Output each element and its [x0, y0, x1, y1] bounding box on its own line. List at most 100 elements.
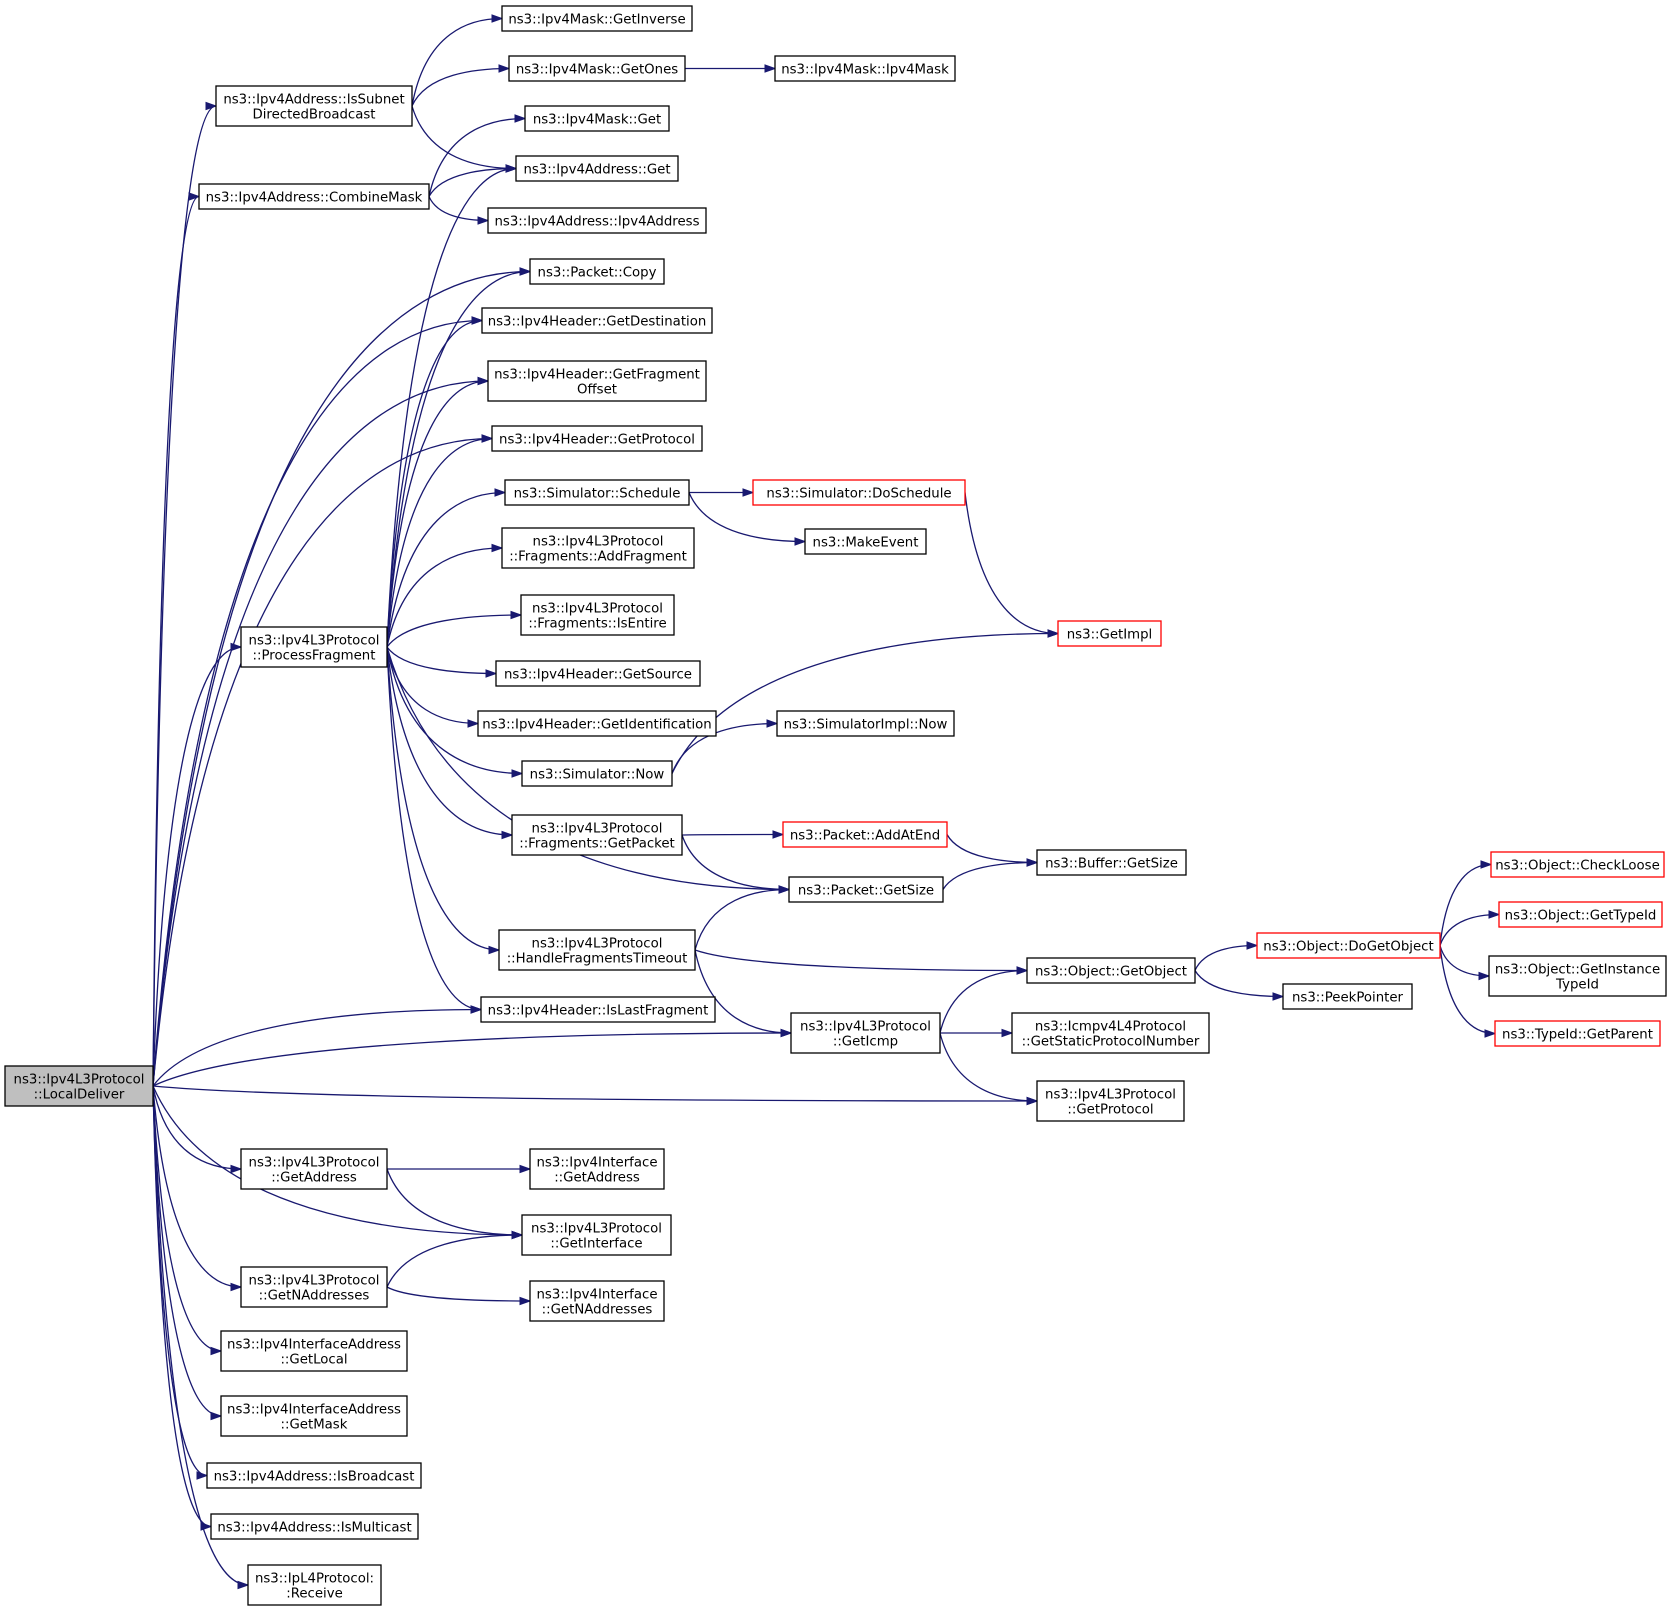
node-box	[477, 710, 717, 737]
node-box	[495, 660, 701, 687]
node-combinemask[interactable]: ns3::Ipv4Address::CombineMask	[198, 183, 430, 210]
node-box	[501, 5, 693, 32]
node-box	[776, 710, 955, 737]
node-pktaddatend[interactable]: ns3::Packet::AddAtEnd	[782, 821, 948, 848]
node-box	[520, 594, 675, 636]
edge-geticmp-to-icmpgetstaticpn	[939, 1028, 1014, 1038]
node-box	[521, 760, 673, 787]
node-fragadd[interactable]: ns3::Ipv4L3Protocol::Fragments::AddFragm…	[501, 527, 695, 569]
node-box	[508, 55, 686, 82]
node-box	[487, 360, 707, 402]
node-ifgetnaddresses[interactable]: ns3::Ipv4Interface::GetNAddresses	[529, 1280, 665, 1322]
edge-objgetobject-to-objdogetobject	[1194, 941, 1259, 971]
edge-combinemask-to-addrget	[428, 164, 518, 197]
node-label: ns3::Icmpv4L4Protocol	[1035, 1020, 1186, 1035]
node-addrismulticast[interactable]: ns3::Ipv4Address::IsMulticast	[210, 1513, 419, 1540]
node-maskctor[interactable]: ns3::Ipv4Mask::Ipv4Mask	[774, 55, 956, 82]
edge-processfragment-to-fragisentire	[386, 610, 523, 648]
node-label: ::HandleFragmentsTimeout	[507, 952, 688, 967]
node-bufgetsize[interactable]: ns3::Buffer::GetSize	[1036, 849, 1187, 876]
node-box	[1011, 1012, 1210, 1054]
node-label: ns3::Ipv4L3Protocol	[249, 1274, 380, 1289]
edge-maskgetones-to-maskctor	[684, 64, 777, 73]
node-objgettypeid[interactable]: ns3::Object::GetTypeId	[1498, 901, 1663, 928]
node-box	[521, 1214, 672, 1256]
node-label: ns3::Ipv4Address::IsBroadcast	[214, 1470, 415, 1485]
node-label: ns3::Simulator::Now	[530, 768, 665, 783]
node-hdrgetident[interactable]: ns3::Ipv4Header::GetIdentification	[477, 710, 717, 737]
edge-objdogetobject-to-objcheckloose	[1439, 860, 1493, 946]
edge-simdoschedule-to-getimpl	[964, 492, 1060, 638]
node-l3getprotocol[interactable]: ns3::Ipv4L3Protocol::GetProtocol	[1036, 1080, 1185, 1122]
node-processfragment[interactable]: ns3::Ipv4L3Protocol::ProcessFragment	[240, 626, 388, 668]
node-hdrgetdest[interactable]: ns3::Ipv4Header::GetDestination	[481, 307, 713, 334]
node-addrisbroadcast[interactable]: ns3::Ipv4Address::IsBroadcast	[206, 1462, 422, 1489]
edge-processfragment-to-hdrgetsource	[386, 646, 498, 678]
node-l3getnaddresses[interactable]: ns3::Ipv4L3Protocol::GetNAddresses	[240, 1266, 388, 1308]
edge-l3getnaddresses-to-ifgetnaddresses	[386, 1286, 532, 1306]
node-maskget[interactable]: ns3::Ipv4Mask::Get	[524, 105, 670, 132]
node-label: ns3::Object::GetTypeId	[1505, 909, 1657, 924]
node-ipl4receive[interactable]: ns3::IpL4Protocol::Receive	[247, 1564, 382, 1606]
node-objdogetobject[interactable]: ns3::Object::DoGetObject	[1256, 932, 1441, 959]
node-simnow[interactable]: ns3::Simulator::Now	[521, 760, 673, 787]
edge-root-to-l3getprotocol	[152, 1085, 1039, 1106]
node-label: ns3::Packet::AddAtEnd	[790, 829, 940, 844]
node-fragisentire[interactable]: ns3::Ipv4L3Protocol::Fragments::IsEntire	[520, 594, 675, 636]
node-label: ::Fragments::IsEntire	[528, 617, 666, 632]
node-simschedule[interactable]: ns3::Simulator::Schedule	[504, 479, 690, 506]
edge-processfragment-to-hdrgetdest	[386, 316, 484, 648]
node-peekpointer[interactable]: ns3::PeekPointer	[1282, 983, 1413, 1010]
node-root[interactable]: ns3::Ipv4L3Protocol::LocalDeliver	[4, 1065, 154, 1107]
node-objgetobject[interactable]: ns3::Object::GetObject	[1026, 957, 1196, 984]
node-addrctor[interactable]: ns3::Ipv4Address::Ipv4Address	[487, 207, 707, 234]
node-box	[1498, 901, 1663, 928]
node-box	[774, 55, 956, 82]
edge-root-to-l3getnaddresses	[152, 1085, 243, 1292]
node-pktgetsize[interactable]: ns3::Packet::GetSize	[788, 876, 944, 903]
node-maskgetinverse[interactable]: ns3::Ipv4Mask::GetInverse	[501, 5, 693, 32]
edge-root-to-issubnetdb	[152, 101, 218, 1087]
node-label: ns3::Ipv4L3Protocol	[531, 1222, 662, 1237]
node-simdoschedule[interactable]: ns3::Simulator::DoSchedule	[752, 479, 966, 506]
node-fraggetpacket[interactable]: ns3::Ipv4L3Protocol::Fragments::GetPacke…	[511, 814, 683, 856]
node-ifgetaddress[interactable]: ns3::Ipv4Interface::GetAddress	[529, 1148, 665, 1190]
edge-root-to-geticmp	[152, 1028, 793, 1087]
node-geticmp[interactable]: ns3::Ipv4L3Protocol::GetIcmp	[790, 1012, 941, 1054]
edge-root-to-ifagetlocal	[152, 1085, 223, 1356]
node-getimpl[interactable]: ns3::GetImpl	[1057, 620, 1162, 647]
edge-issubnetdb-to-addrget	[411, 105, 518, 173]
edge-simnow-to-getimpl	[671, 629, 1060, 774]
node-addrget[interactable]: ns3::Ipv4Address::Get	[515, 155, 679, 182]
node-l3getinterface[interactable]: ns3::Ipv4L3Protocol::GetInterface	[521, 1214, 672, 1256]
node-hdrgetsource[interactable]: ns3::Ipv4Header::GetSource	[495, 660, 701, 687]
edge-issubnetdb-to-maskgetones	[411, 64, 511, 107]
node-ifagetlocal[interactable]: ns3::Ipv4InterfaceAddress::GetLocal	[220, 1330, 408, 1372]
node-typeidgetparent[interactable]: ns3::TypeId::GetParent	[1494, 1020, 1661, 1047]
node-maskgetones[interactable]: ns3::Ipv4Mask::GetOnes	[508, 55, 686, 82]
node-issubnetdb[interactable]: ns3::Ipv4Address::IsSubnetDirectedBroadc…	[215, 85, 413, 127]
node-label: ns3::Ipv4Address::CombineMask	[206, 191, 423, 206]
node-simimplnow[interactable]: ns3::SimulatorImpl::Now	[776, 710, 955, 737]
node-hdrgetproto[interactable]: ns3::Ipv4Header::GetProtocol	[491, 425, 703, 452]
node-pktcopy[interactable]: ns3::Packet::Copy	[529, 258, 665, 285]
node-objcheckloose[interactable]: ns3::Object::CheckLoose	[1490, 851, 1665, 878]
node-label: ns3::Ipv4Mask::Get	[533, 113, 661, 128]
node-box	[206, 1462, 422, 1489]
node-ifagetmask[interactable]: ns3::Ipv4InterfaceAddress::GetMask	[220, 1395, 408, 1437]
node-l3getaddress[interactable]: ns3::Ipv4L3Protocol::GetAddress	[240, 1148, 388, 1190]
edge-processfragment-to-pktcopy	[386, 267, 532, 648]
node-label: Offset	[577, 383, 617, 398]
node-hdrislastfrag[interactable]: ns3::Ipv4Header::IsLastFragment	[480, 996, 716, 1023]
edge-handlefragtimeout-to-objgetobject	[694, 949, 1029, 975]
node-makeevent[interactable]: ns3::MakeEvent	[804, 528, 927, 555]
node-handlefragtimeout[interactable]: ns3::Ipv4L3Protocol::HandleFragmentsTime…	[498, 929, 696, 971]
edge-issubnetdb-to-maskgetinverse	[411, 14, 504, 107]
node-box	[220, 1395, 408, 1437]
node-label: ::GetStaticProtocolNumber	[1022, 1035, 1200, 1050]
node-icmpgetstaticpn[interactable]: ns3::Icmpv4L4Protocol::GetStaticProtocol…	[1011, 1012, 1210, 1054]
node-box	[487, 207, 707, 234]
node-box	[210, 1513, 419, 1540]
